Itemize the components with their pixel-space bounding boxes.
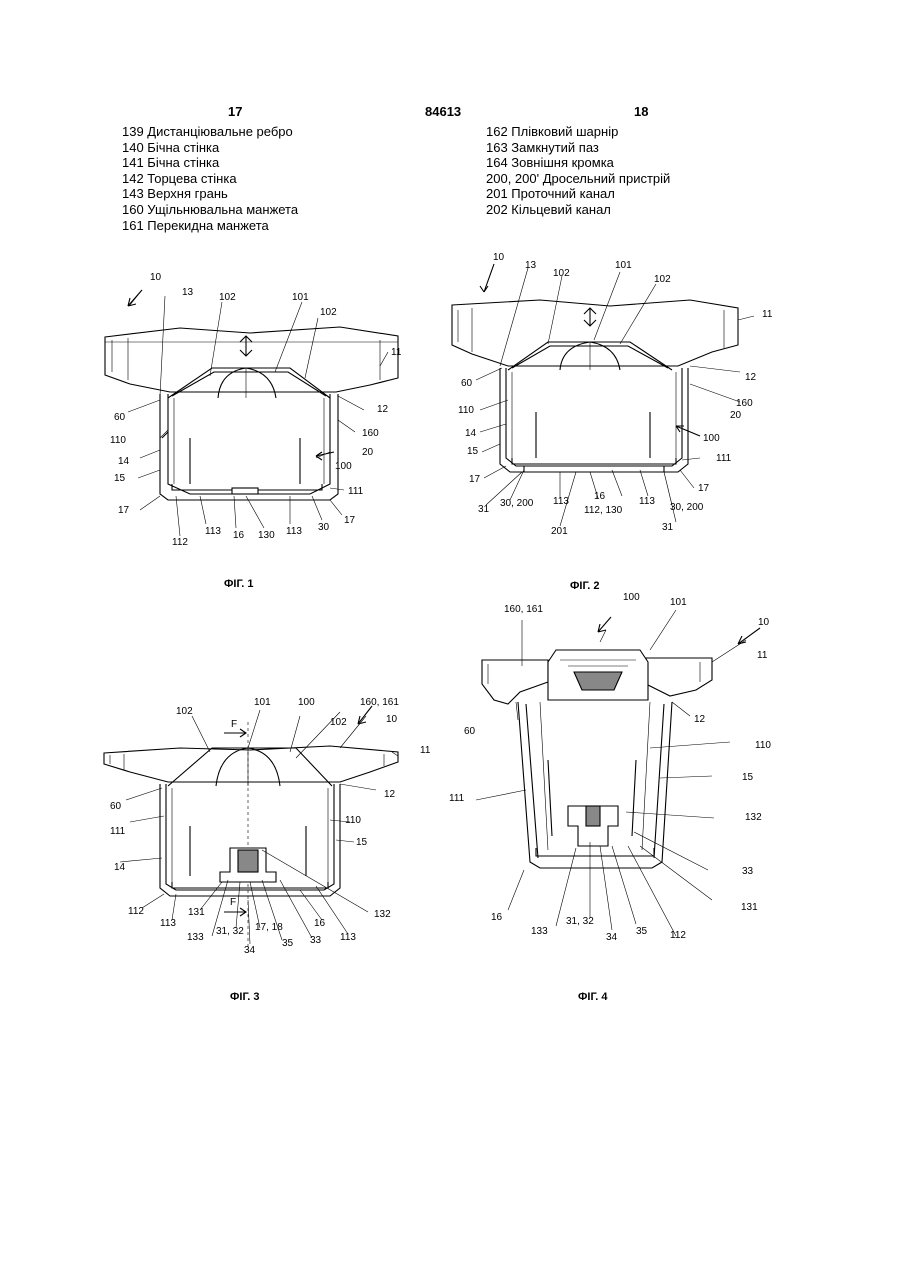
figure-4: 100 101 160, 161 10 11 60 12 110 15 111 …	[0, 0, 901, 1010]
figure-4-drawing	[0, 0, 901, 1010]
label-100: 100	[623, 592, 640, 603]
label-31-32: 31, 32	[566, 916, 594, 927]
label-33: 33	[742, 866, 753, 877]
label-60: 60	[464, 726, 475, 737]
label-133: 133	[531, 926, 548, 937]
label-10: 10	[758, 617, 769, 628]
figure-4-caption: ФІГ. 4	[578, 991, 608, 1003]
label-110: 110	[755, 740, 771, 751]
label-11: 11	[757, 650, 767, 661]
label-160-161: 160, 161	[504, 604, 543, 615]
label-15: 15	[742, 772, 753, 783]
label-34: 34	[606, 932, 617, 943]
label-132: 132	[745, 812, 762, 823]
label-101: 101	[670, 597, 687, 608]
label-12: 12	[694, 714, 705, 725]
label-112: 112	[670, 930, 686, 941]
label-35: 35	[636, 926, 647, 937]
label-16: 16	[491, 912, 502, 923]
label-111: 111	[449, 793, 464, 804]
label-131: 131	[741, 902, 758, 913]
